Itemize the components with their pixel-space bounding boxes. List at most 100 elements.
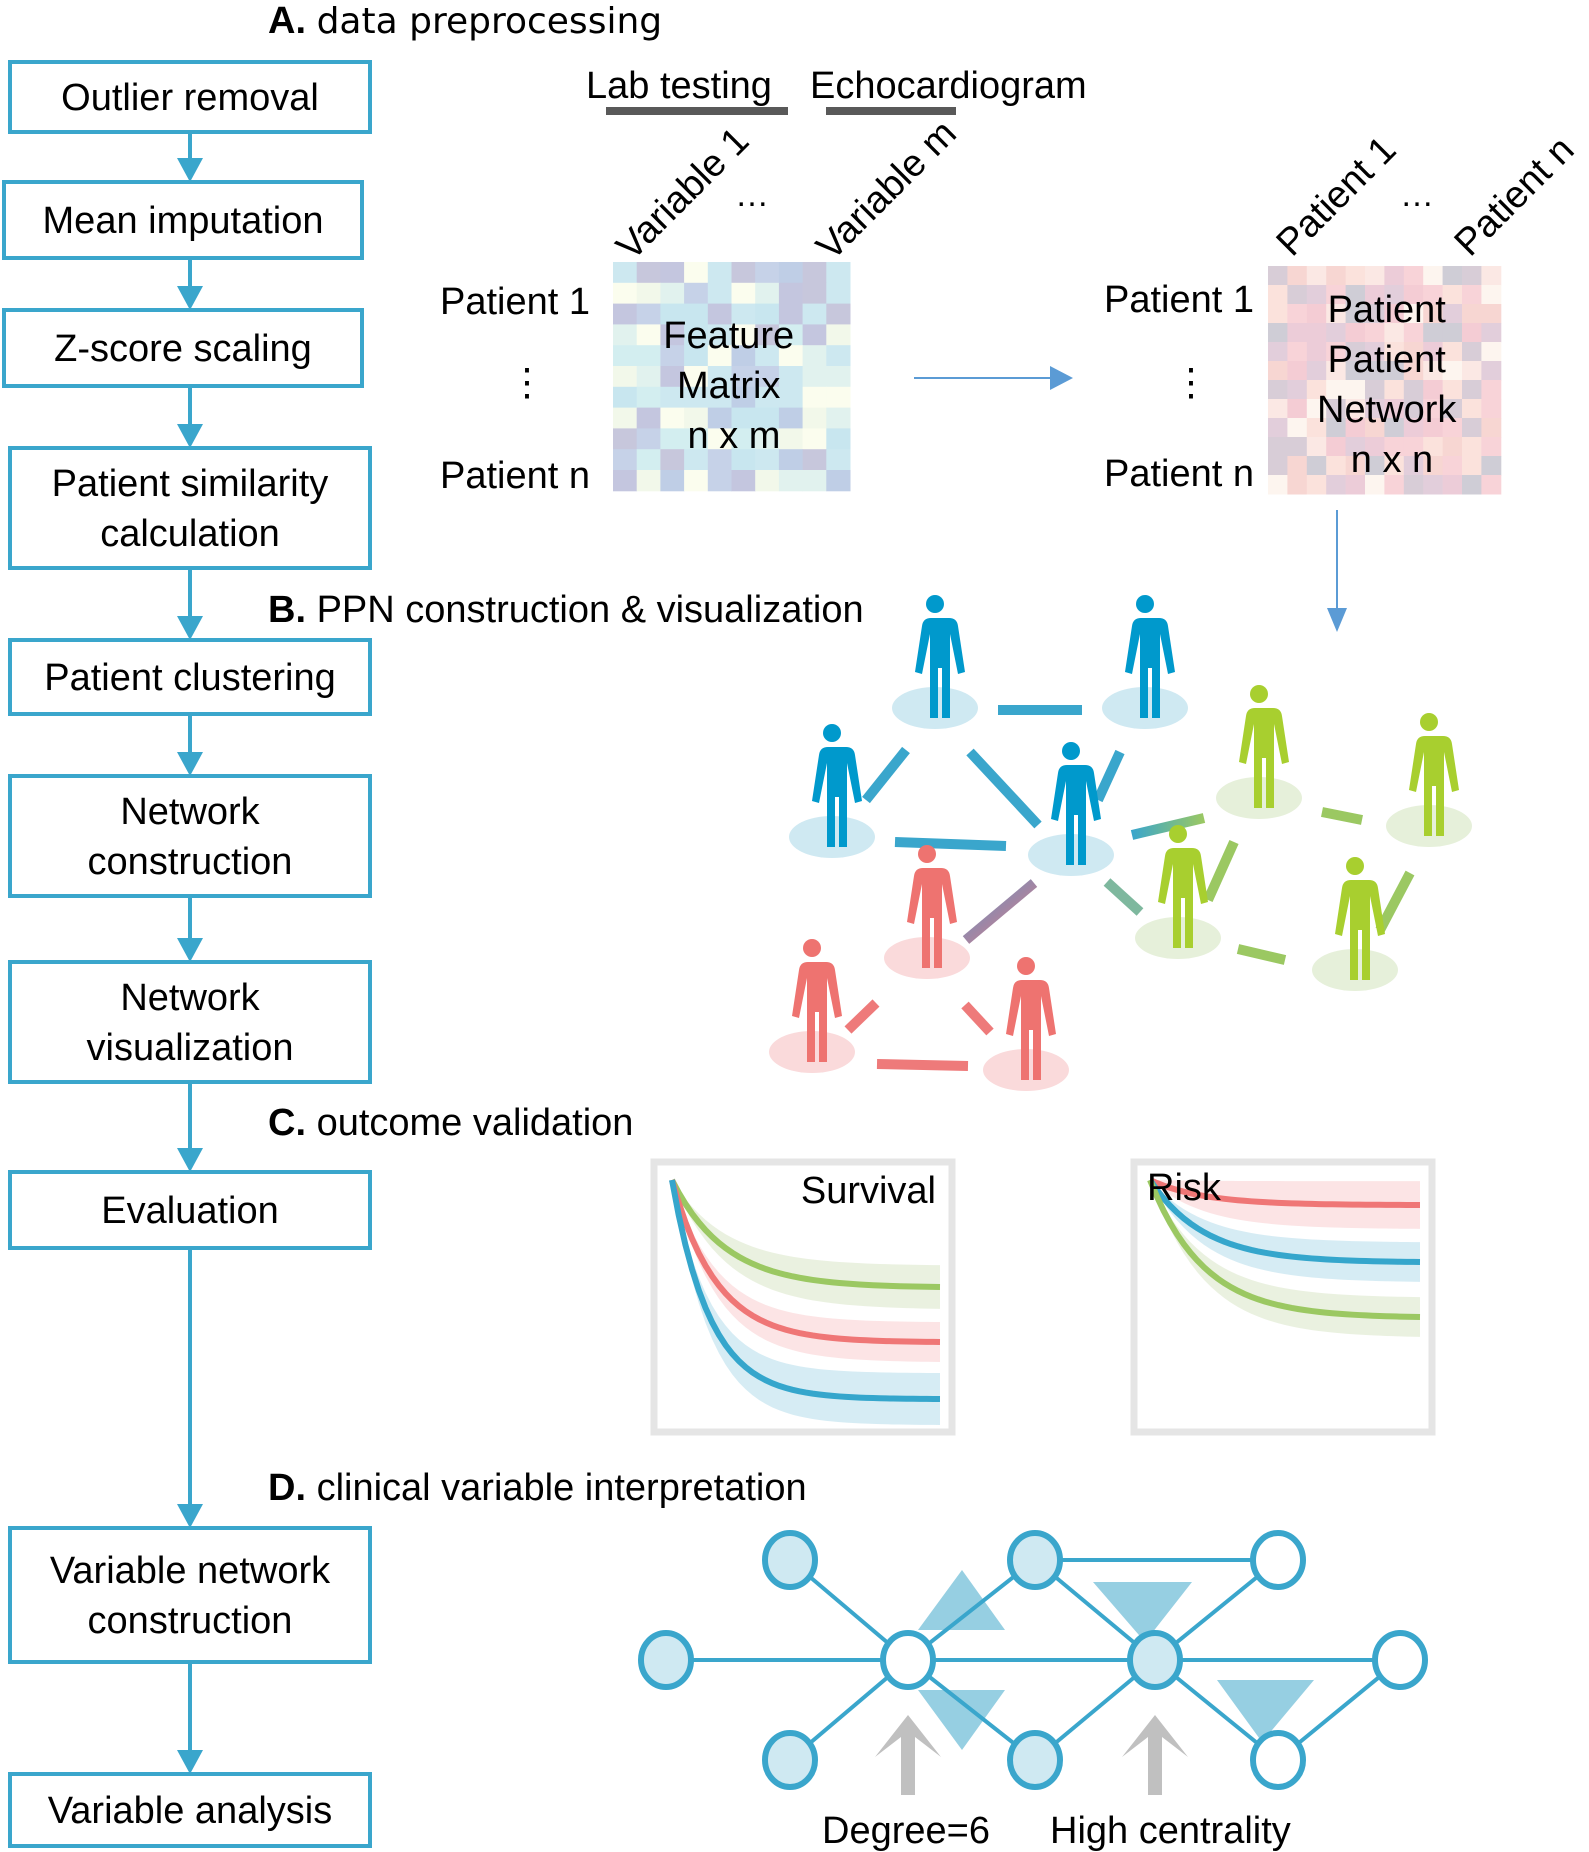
curve-red <box>669 1179 941 1345</box>
ppn-edge <box>844 999 880 1034</box>
variable-node <box>1372 1630 1428 1690</box>
variable-node <box>1250 1730 1306 1790</box>
heatmap-cell <box>778 386 804 409</box>
variable-node <box>762 1530 818 1590</box>
confidence-band-green <box>1150 1180 1420 1337</box>
ppn-edge <box>966 748 1042 829</box>
heatmap-cell <box>613 324 638 346</box>
heatmap-cell <box>636 345 661 367</box>
ppn-edge <box>1203 839 1239 903</box>
annotation-degree: Degree=6 <box>822 1810 990 1852</box>
heatmap-cell <box>1365 342 1385 362</box>
heatmap-cell <box>1423 285 1444 305</box>
heatmap-cell <box>826 303 851 325</box>
heatmap-cell <box>802 324 827 346</box>
confidence-band-red <box>672 1180 940 1362</box>
heatmap-cell <box>1481 456 1502 476</box>
heatmap-cell <box>1268 361 1288 381</box>
heatmap-cell <box>1462 437 1482 457</box>
ppn-edge <box>862 746 910 804</box>
flow-step-8: Evaluation <box>8 1170 372 1250</box>
heatmap-cell <box>660 282 685 305</box>
heatmap-cell <box>1481 475 1502 495</box>
heatmap-cell <box>1423 456 1444 476</box>
patient-red-icon <box>983 957 1069 1091</box>
flow-step-3: Z-score scaling <box>2 308 364 388</box>
heatmap-cell <box>1287 437 1308 457</box>
variable-node <box>762 1730 818 1790</box>
heatmap-cell <box>660 366 685 388</box>
heatmap-cell <box>1384 285 1405 305</box>
heatmap-cell <box>1345 437 1366 457</box>
heatmap-cell <box>1462 304 1482 324</box>
heatmap-cell <box>1462 418 1482 438</box>
heatmap-cell <box>1345 304 1366 324</box>
heatmap-cell <box>1365 456 1385 476</box>
heatmap-cell <box>755 303 780 325</box>
flow-arrow-head <box>177 616 203 640</box>
flow-step-label: Variable analysis <box>48 1790 332 1832</box>
heatmap-cell <box>1365 380 1385 400</box>
heatmap-cell <box>1462 475 1482 495</box>
heatmap-cell <box>1326 380 1347 400</box>
col-label-patient-n: Patient n <box>1447 129 1583 265</box>
heatmap-cell <box>1384 266 1405 286</box>
ppn-matrix-center-label: Patient Patient Network n x n <box>1317 289 1467 481</box>
heatmap-cell <box>1384 342 1405 362</box>
row-ellipsis-ppn: ⋮ <box>1172 362 1210 404</box>
flow-step-label: Mean imputation <box>43 200 324 242</box>
confidence-band-green <box>672 1180 940 1309</box>
heatmap-cell <box>1423 399 1444 419</box>
heatmap-cell <box>1306 342 1327 362</box>
heatmap-cell <box>684 345 709 367</box>
heatmap-cell <box>778 262 804 284</box>
heatmap-cell <box>684 428 709 450</box>
heatmap-cell <box>1481 399 1502 419</box>
heatmap-cell <box>636 303 661 325</box>
heatmap-cell <box>826 262 851 284</box>
heatmap-cell <box>1306 323 1327 343</box>
flow-step-10: Variable analysis <box>8 1772 372 1848</box>
heatmap-cell <box>613 345 638 367</box>
heatmap-cell <box>778 303 804 325</box>
flow-step-label: Outlier removal <box>61 77 319 119</box>
heatmap-cell <box>1306 304 1327 324</box>
heatmap-cell <box>1481 361 1502 381</box>
heatmap-cell <box>1423 342 1444 362</box>
heatmap-cell <box>778 428 804 450</box>
heatmap-cell <box>613 386 638 409</box>
heatmap-cell <box>1442 456 1463 476</box>
heatmap-cell <box>778 449 804 471</box>
heatmap-cell <box>1481 380 1502 400</box>
heatmap-cell <box>731 386 756 409</box>
heatmap-cell <box>684 324 709 346</box>
heatmap-cell <box>1268 418 1288 438</box>
heatmap-cell <box>826 324 851 346</box>
heatmap-cell <box>1423 323 1444 343</box>
flow-arrow-head <box>177 752 203 776</box>
heatmap-cell <box>1287 323 1308 343</box>
heatmap-cell <box>1287 380 1308 400</box>
heatmap-cell <box>636 470 661 492</box>
confidence-band-blue <box>1150 1180 1420 1282</box>
risk-title: Risk <box>1147 1167 1222 1209</box>
ppn-edge <box>894 837 1007 851</box>
ppn-edge <box>961 1001 994 1036</box>
heatmap-cell <box>707 345 732 367</box>
heatmap-cell <box>1403 266 1424 286</box>
heatmap-cell <box>613 449 638 471</box>
heatmap-cell <box>802 407 827 429</box>
group-underline-echo <box>826 107 956 115</box>
heatmap-cell <box>660 324 685 346</box>
motif-triangle <box>1093 1582 1192 1642</box>
heatmap-cell <box>755 366 780 388</box>
heatmap-cell <box>826 282 851 305</box>
variable-node <box>1007 1530 1063 1590</box>
curve-red <box>1148 1177 1421 1208</box>
heatmap-cell <box>1306 380 1327 400</box>
curve-blue <box>669 1179 941 1402</box>
curve-green <box>1147 1178 1421 1320</box>
